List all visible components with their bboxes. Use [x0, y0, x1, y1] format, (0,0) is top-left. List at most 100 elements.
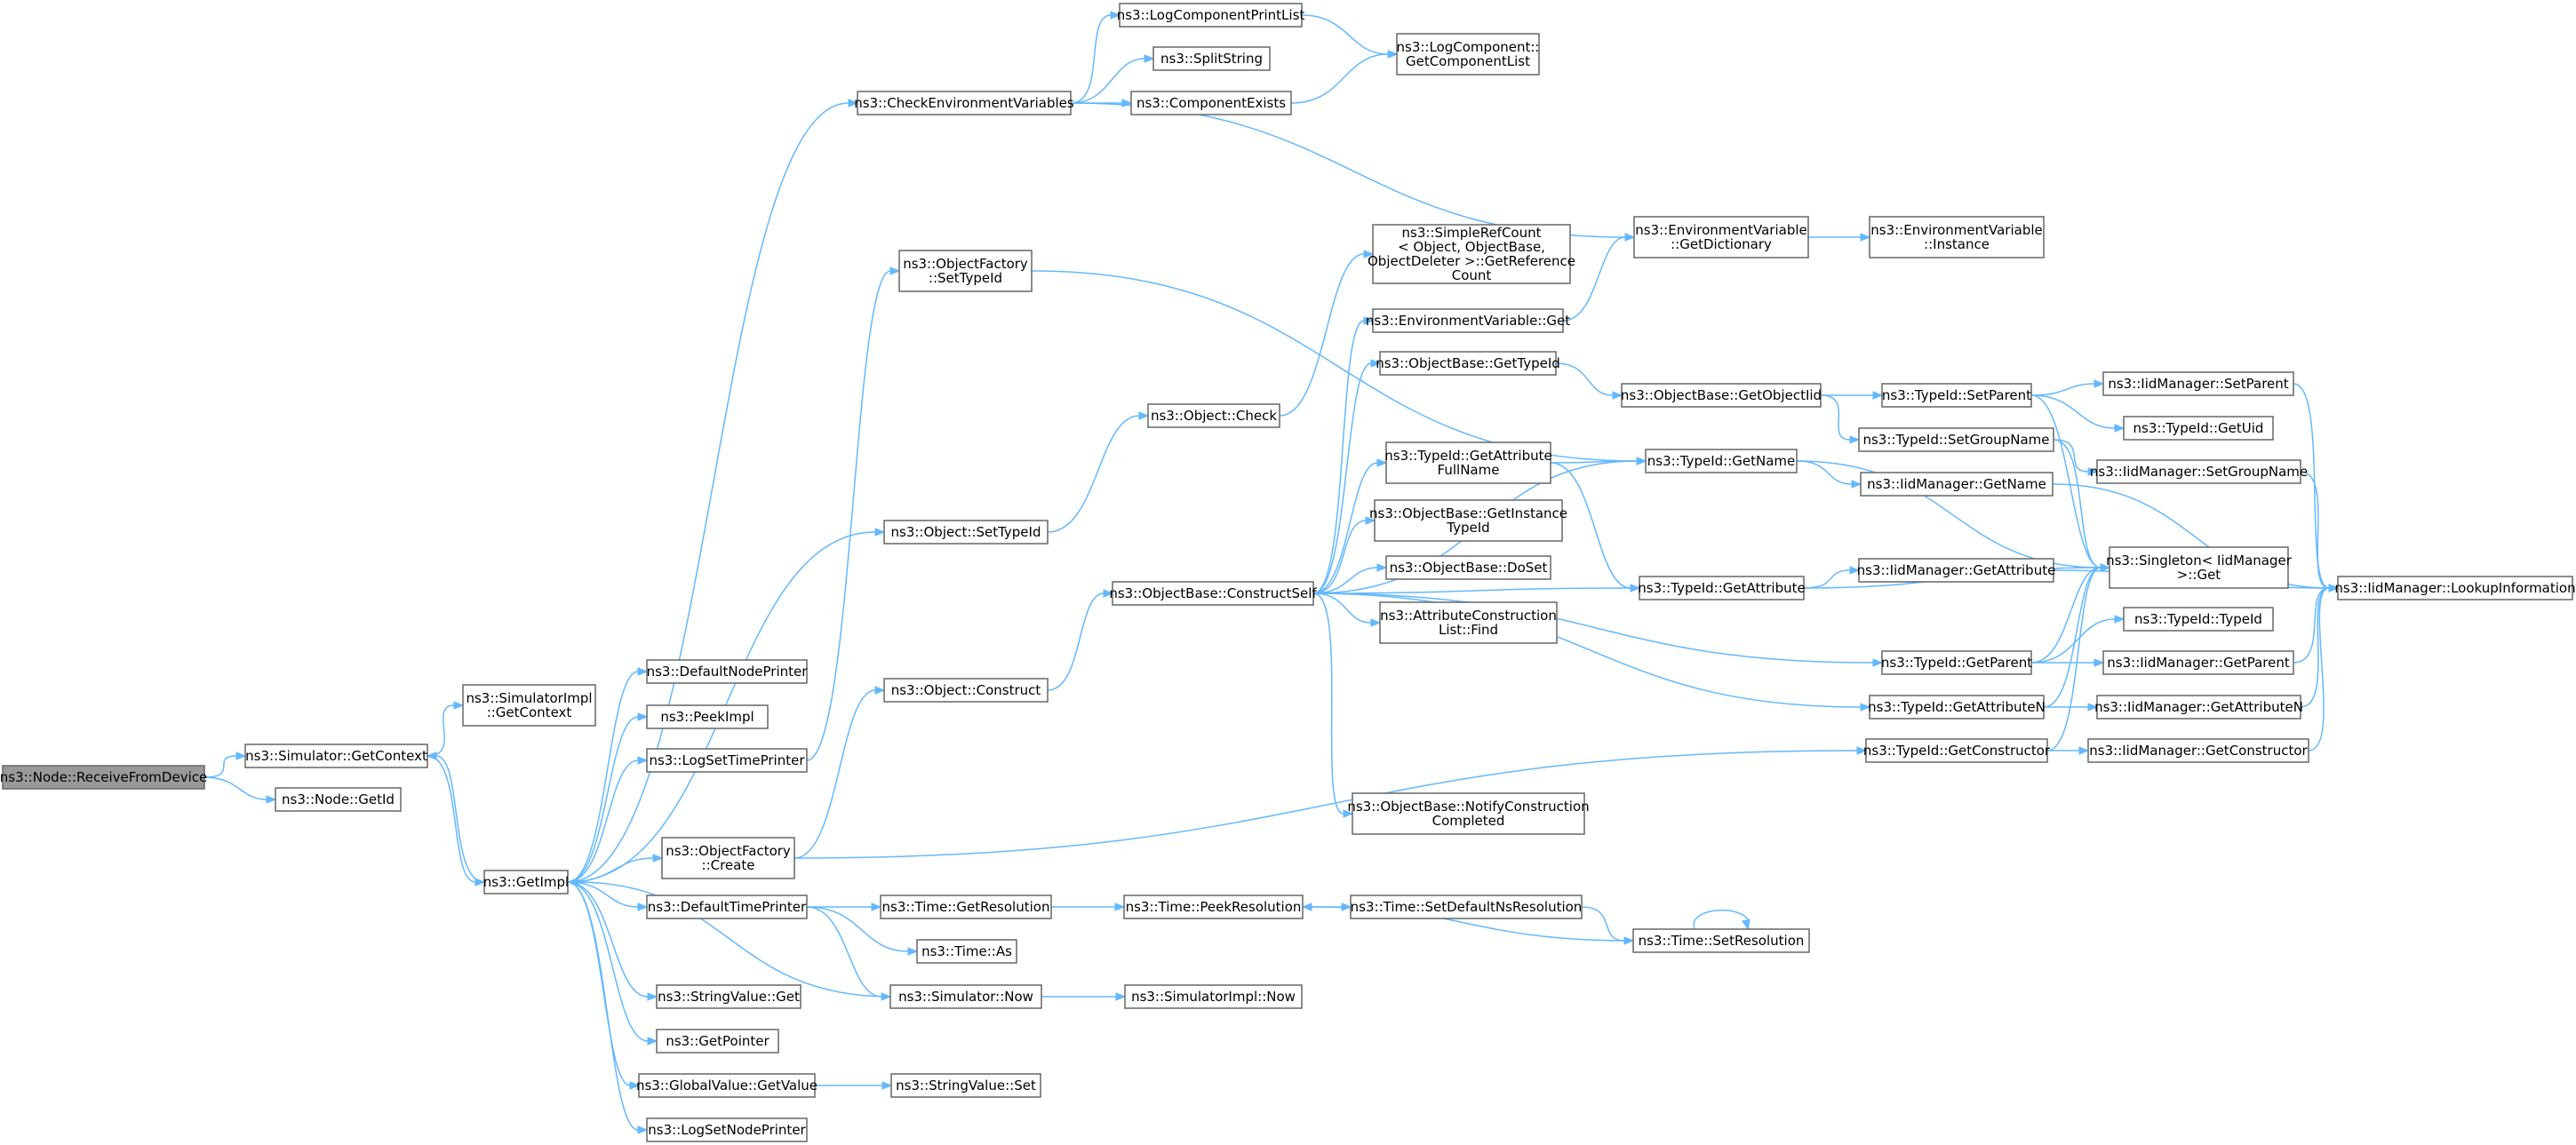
- node-sim-impl-now[interactable]: ns3::SimulatorImpl::Now: [1124, 984, 1303, 1009]
- node-simulator-now[interactable]: ns3::Simulator::Now: [889, 984, 1042, 1009]
- edge-get-impl-to-default-node-printer: [567, 667, 649, 883]
- node-get-pointer[interactable]: ns3::GetPointer: [656, 1029, 779, 1054]
- node-string-value-set[interactable]: ns3::StringValue::Set: [890, 1073, 1041, 1098]
- edge-line: [576, 881, 891, 998]
- node-env-var-instance[interactable]: ns3::EnvironmentVariable::Instance: [1869, 216, 2045, 258]
- edge-ti-set-parent-to-ti-get-uid: [2030, 394, 2125, 433]
- node-peek-impl[interactable]: ns3::PeekImpl: [646, 704, 769, 729]
- node-component-exists[interactable]: ns3::ComponentExists: [1130, 91, 1292, 115]
- edge-arrowhead: [1144, 54, 1155, 63]
- node-label-line: ns3::AttributeConstruction: [1380, 608, 1557, 624]
- node-label-line: ns3::TypeId::SetGroupName: [1862, 432, 2049, 448]
- edge-arrowhead: [1849, 435, 1861, 444]
- node-string-value-get[interactable]: ns3::StringValue::Get: [656, 984, 802, 1009]
- node-box: [1881, 383, 2032, 408]
- node-env-var-get-dictionary[interactable]: ns3::EnvironmentVariable::GetDictionary: [1633, 216, 1809, 258]
- edge-line: [567, 671, 639, 883]
- edge-ti-get-attribute-to-iid-mgr-get-attribute: [1803, 566, 1861, 589]
- node-object-set-type-id[interactable]: ns3::Object::SetTypeId: [883, 520, 1049, 545]
- edge-construct-self-to-attr-constr-list-find: [1312, 592, 1382, 627]
- node-split-string[interactable]: ns3::SplitString: [1152, 46, 1271, 71]
- node-ti-get-name[interactable]: ns3::TypeId::GetName: [1645, 449, 1798, 473]
- node-iid-mgr-get-parent[interactable]: ns3::IidManager::GetParent: [2102, 650, 2294, 675]
- edge-arrowhead: [1742, 918, 1751, 931]
- edge-line: [2308, 587, 2330, 751]
- edge-ti-get-parent-to-ti-type-id: [2030, 615, 2125, 664]
- node-box: [2102, 371, 2294, 396]
- node-check-env-vars[interactable]: ns3::CheckEnvironmentVariables: [854, 91, 1074, 115]
- node-ob-do-set[interactable]: ns3::ObjectBase::DoSet: [1385, 555, 1551, 580]
- node-ti-set-group-name[interactable]: ns3::TypeId::SetGroupName: [1858, 427, 2054, 452]
- node-simple-ref-count[interactable]: ns3::SimpleRefCount< Object, ObjectBase,…: [1368, 224, 1575, 284]
- node-log-set-time-printer[interactable]: ns3::LogSetTimePrinter: [646, 748, 808, 773]
- node-sim-impl-get-context[interactable]: ns3::SimulatorImpl::GetContext: [462, 684, 596, 727]
- edge-construct-self-to-ob-notify-constr-completed: [1312, 592, 1354, 818]
- node-ti-get-attribute-n[interactable]: ns3::TypeId::GetAttributeN: [1868, 695, 2046, 720]
- edge-line: [1312, 462, 1378, 594]
- node-global-value-get-value[interactable]: ns3::GlobalValue::GetValue: [636, 1073, 817, 1098]
- node-ti-get-uid[interactable]: ns3::TypeId::GetUid: [2123, 416, 2274, 441]
- node-get-component-list[interactable]: ns3::LogComponent::GetComponentList: [1396, 33, 1540, 76]
- node-iid-mgr-get-name[interactable]: ns3::IidManager::GetName: [1860, 472, 2054, 497]
- node-box: [1645, 449, 1798, 473]
- edge-sim-get-context-to-get-impl: [427, 755, 486, 887]
- node-default-node-printer[interactable]: ns3::DefaultNodePrinter: [646, 659, 809, 684]
- node-obj-factory-create[interactable]: ns3::ObjectFactory::Create: [661, 837, 795, 879]
- node-iid-mgr-set-parent[interactable]: ns3::IidManager::SetParent: [2102, 371, 2294, 396]
- node-env-var-get[interactable]: ns3::EnvironmentVariable::Get: [1366, 308, 1570, 333]
- node-box: [1385, 441, 1551, 484]
- edge-arrowhead: [2087, 467, 2099, 476]
- edge-arrowhead: [1376, 458, 1388, 467]
- node-iid-mgr-get-constructor[interactable]: ns3::IidManager::GetConstructor: [2087, 738, 2309, 763]
- edge-arrowhead: [874, 686, 886, 695]
- node-get-impl[interactable]: ns3::GetImpl: [483, 870, 569, 895]
- edge-get-impl-to-default-time-printer: [567, 881, 649, 911]
- edge-ob-get-object-iid-to-ti-set-group-name: [1820, 394, 1861, 444]
- node-time-get-resolution[interactable]: ns3::Time::GetResolution: [880, 895, 1052, 919]
- edge-line: [567, 881, 639, 1131]
- node-ti-get-constructor[interactable]: ns3::TypeId::GetConstructor: [1863, 738, 2051, 763]
- node-ob-get-object-iid[interactable]: ns3::ObjectBase::GetObjectIid: [1621, 383, 1822, 408]
- node-obj-factory-set-type-id[interactable]: ns3::ObjectFactory::SetTypeId: [898, 250, 1033, 292]
- edge-arrowhead: [2093, 379, 2105, 388]
- node-label-line: ns3::GlobalValue::GetValue: [636, 1077, 817, 1093]
- node-node-get-id[interactable]: ns3::Node::GetId: [275, 787, 402, 812]
- node-iid-mgr-lookup-info[interactable]: ns3::IidManager::LookupInformation: [2334, 576, 2576, 600]
- edge-arrowhead: [848, 99, 859, 107]
- edge-arrowhead: [1860, 233, 1871, 242]
- node-iid-mgr-get-attribute-n[interactable]: ns3::IidManager::GetAttributeN: [2094, 695, 2303, 720]
- node-box: [889, 984, 1042, 1009]
- node-ti-get-attribute[interactable]: ns3::TypeId::GetAttribute: [1638, 576, 1806, 600]
- node-log-set-node-printer[interactable]: ns3::LogSetNodePrinter: [646, 1117, 808, 1142]
- node-box: [2337, 576, 2573, 600]
- node-time-set-resolution[interactable]: ns3::Time::SetResolution: [1632, 928, 1810, 953]
- node-label-line: ns3::TypeId::GetName: [1647, 453, 1795, 469]
- node-default-time-printer[interactable]: ns3::DefaultTimePrinter: [646, 895, 808, 919]
- node-ob-notify-constr-completed[interactable]: ns3::ObjectBase::NotifyConstructionCompl…: [1347, 792, 1590, 835]
- node-receive-from-device[interactable]: ns3::Node::ReceiveFromDevice: [0, 765, 207, 790]
- edge-arrowhead: [1860, 703, 1871, 712]
- edge-line: [806, 906, 909, 952]
- node-label-line: ns3::Object::Construct: [891, 682, 1041, 698]
- node-object-check[interactable]: ns3::Object::Check: [1147, 403, 1280, 428]
- node-ti-set-parent[interactable]: ns3::TypeId::SetParent: [1881, 383, 2032, 408]
- edge-ob-get-type-id-to-ob-get-object-iid: [1555, 362, 1623, 400]
- node-ob-get-type-id[interactable]: ns3::ObjectBase::GetTypeId: [1376, 351, 1560, 376]
- node-time-peek-resolution[interactable]: ns3::Time::PeekResolution: [1123, 895, 1304, 919]
- node-log-component-print-list[interactable]: ns3::LogComponentPrintList: [1117, 3, 1305, 28]
- node-ti-type-id[interactable]: ns3::TypeId::TypeId: [2123, 607, 2274, 632]
- node-singleton-get[interactable]: ns3::Singleton< IidManager >::Get: [2106, 546, 2293, 589]
- node-ti-get-parent[interactable]: ns3::TypeId::GetParent: [1881, 650, 2032, 675]
- node-sim-get-context[interactable]: ns3::Simulator::GetContext: [244, 743, 428, 768]
- node-object-construct[interactable]: ns3::Object::Construct: [883, 678, 1049, 703]
- node-time-as[interactable]: ns3::Time::As: [916, 939, 1017, 964]
- node-box: [883, 520, 1049, 545]
- node-construct-self[interactable]: ns3::ObjectBase::ConstructSelf: [1109, 581, 1317, 606]
- edge-line: [1312, 520, 1367, 594]
- node-iid-mgr-set-group-name[interactable]: ns3::IidManager::SetGroupName: [2090, 459, 2308, 484]
- node-time-set-default-ns-res[interactable]: ns3::Time::SetDefaultNsResolution: [1350, 895, 1583, 919]
- node-iid-mgr-get-attribute[interactable]: ns3::IidManager::GetAttribute: [1857, 558, 2056, 583]
